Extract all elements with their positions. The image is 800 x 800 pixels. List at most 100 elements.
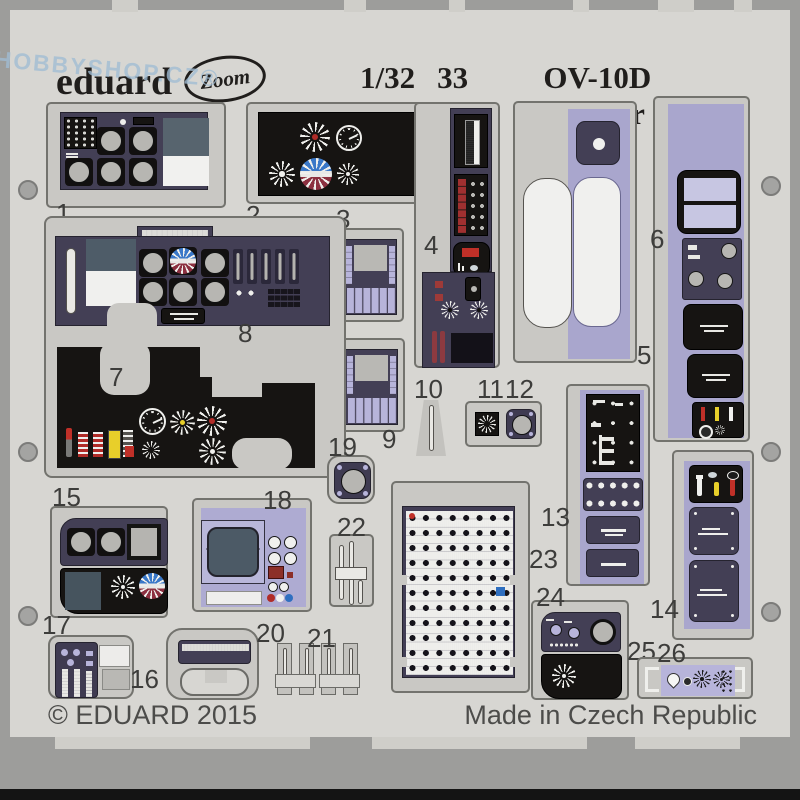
placard bbox=[161, 308, 205, 324]
rivet-dot bbox=[694, 547, 697, 550]
red-lever bbox=[730, 478, 735, 496]
placard-text-line bbox=[702, 374, 730, 376]
gauge-pad bbox=[139, 278, 167, 306]
ladder-mark bbox=[599, 435, 606, 465]
gauge bbox=[99, 129, 123, 153]
knob bbox=[550, 624, 562, 636]
mark bbox=[708, 472, 717, 478]
prong-slot bbox=[349, 648, 353, 676]
blank-window bbox=[86, 271, 136, 306]
upper-panel bbox=[60, 518, 168, 566]
white-dot-button bbox=[276, 594, 284, 602]
part-number-12: 12 bbox=[505, 374, 534, 404]
gauge bbox=[131, 129, 155, 153]
display-screen bbox=[65, 572, 101, 610]
mark bbox=[591, 423, 601, 427]
placard-text-line bbox=[605, 534, 623, 536]
red-button bbox=[435, 294, 443, 301]
mark bbox=[688, 255, 700, 259]
mark bbox=[593, 400, 605, 403]
rotary-knob bbox=[693, 670, 711, 688]
slot-cutout bbox=[66, 248, 76, 314]
gauge-pad bbox=[169, 278, 197, 306]
tape-gauge bbox=[289, 249, 299, 284]
console-lower-panel bbox=[422, 272, 495, 368]
edge-notch bbox=[401, 657, 407, 667]
gauge bbox=[131, 160, 155, 184]
rivet-dot bbox=[694, 565, 697, 568]
part-19-gauge-bezel bbox=[327, 455, 375, 504]
throttle-lever bbox=[440, 331, 445, 363]
gauge-pad bbox=[129, 158, 157, 186]
keypad-face bbox=[344, 349, 398, 425]
rivet-dot bbox=[337, 465, 342, 470]
red-buttons bbox=[458, 179, 466, 233]
made-in-text: Made in Czech Republic bbox=[464, 700, 757, 730]
starburst-dial bbox=[197, 406, 227, 436]
mark bbox=[688, 245, 697, 250]
part-18-radar-unit bbox=[192, 498, 312, 612]
tape-gauge bbox=[247, 249, 257, 284]
knob-panel bbox=[682, 238, 742, 300]
bracket-cutout bbox=[731, 667, 745, 692]
gauge bbox=[69, 530, 93, 554]
keypad-buttons bbox=[390, 356, 397, 394]
lever-cap bbox=[696, 475, 703, 479]
gauge bbox=[141, 280, 165, 304]
attitude-indicator-dial bbox=[170, 248, 196, 274]
part-4-side-console bbox=[414, 102, 500, 368]
tick-column bbox=[62, 669, 70, 697]
radar-screen bbox=[207, 527, 259, 577]
knob bbox=[284, 552, 297, 565]
small-knob bbox=[683, 677, 692, 686]
rivet-dot bbox=[731, 565, 734, 568]
label-marks bbox=[721, 669, 733, 693]
parts-11-12-web bbox=[465, 401, 542, 447]
tape-scale bbox=[123, 430, 133, 457]
clock-gauge bbox=[139, 408, 166, 435]
rivet-dot bbox=[694, 614, 697, 617]
placard-panel bbox=[689, 507, 739, 555]
rivet-dot bbox=[337, 491, 342, 496]
strip-face bbox=[661, 665, 735, 696]
knob bbox=[268, 536, 281, 549]
keypad-screen bbox=[354, 245, 387, 271]
sheet-hole bbox=[18, 606, 38, 626]
rotary-knob bbox=[441, 301, 459, 319]
knob bbox=[268, 582, 278, 592]
gauge-pad bbox=[129, 127, 157, 155]
gauge-pad bbox=[201, 278, 229, 306]
part-6-right-console bbox=[653, 96, 750, 442]
rivet-dot bbox=[731, 547, 734, 550]
bezel-opening bbox=[512, 415, 532, 435]
sprue-tab bbox=[635, 737, 740, 749]
placard bbox=[133, 117, 154, 125]
placard-text-line bbox=[601, 563, 626, 566]
part-number-13: 13 bbox=[541, 502, 570, 532]
bracket-top-strip bbox=[178, 640, 251, 664]
edge-notch bbox=[510, 657, 516, 667]
placard-panel bbox=[687, 354, 743, 398]
rivet-dot bbox=[363, 491, 368, 496]
lever-slot bbox=[429, 405, 434, 451]
part-number-7: 7 bbox=[109, 362, 124, 392]
rivet-dot bbox=[731, 614, 734, 617]
gauge bbox=[99, 160, 123, 184]
sprue-tab bbox=[372, 737, 587, 749]
blue-dot-button bbox=[285, 594, 293, 602]
part-1-panel-face bbox=[60, 112, 209, 190]
part-16-blank-window bbox=[99, 645, 130, 667]
teardrop-pointer bbox=[664, 670, 683, 689]
blank-window bbox=[163, 156, 209, 186]
part-12-instrument-bezel bbox=[506, 409, 536, 439]
yellow-lever bbox=[714, 482, 719, 496]
button-dot bbox=[73, 649, 80, 656]
mark bbox=[615, 403, 623, 406]
lever-slot bbox=[358, 580, 363, 604]
tape-scale bbox=[78, 432, 88, 457]
radial-dial bbox=[269, 161, 295, 187]
part-2-dial-panel bbox=[246, 102, 430, 204]
red-button bbox=[287, 572, 293, 578]
cutout-window bbox=[523, 178, 572, 328]
